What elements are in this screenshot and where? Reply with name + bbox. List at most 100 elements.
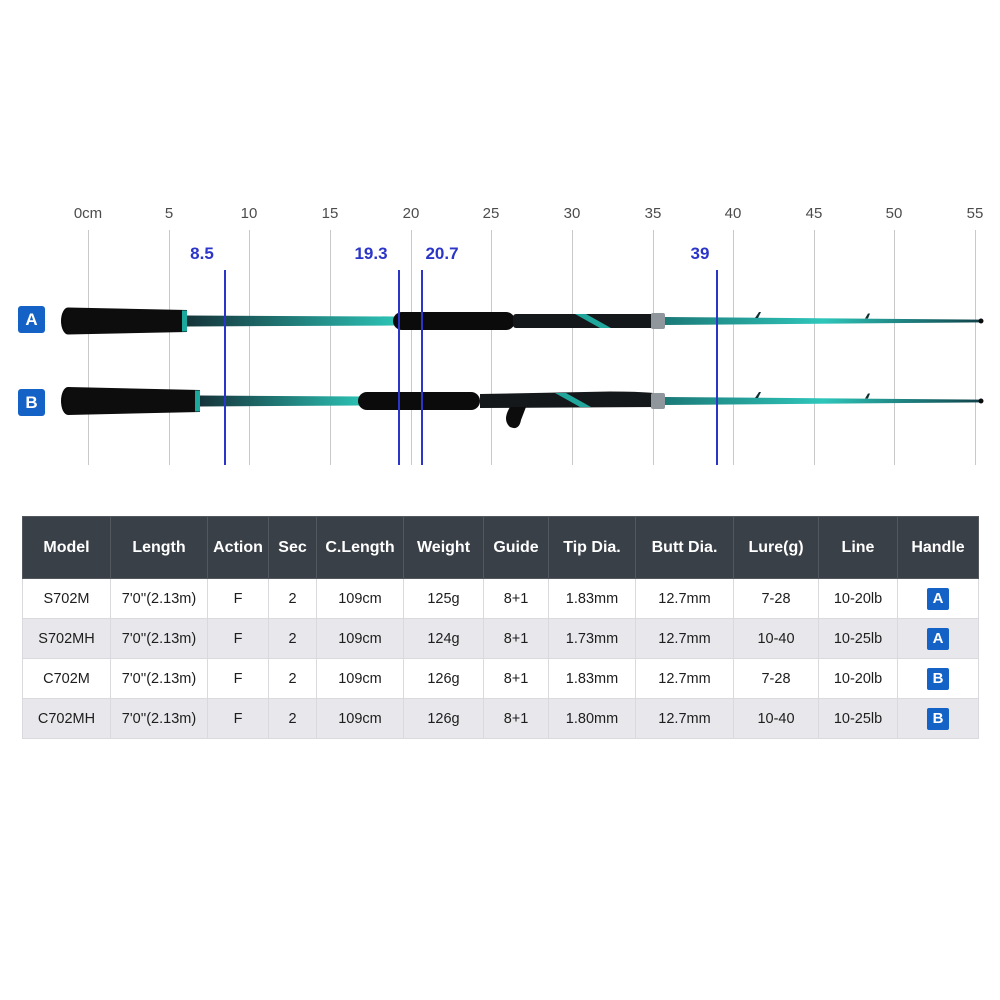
column-header-action: Action: [207, 516, 269, 579]
column-header-tip-dia: Tip Dia.: [548, 516, 636, 579]
cell-action: F: [207, 698, 269, 739]
cell-sec: 2: [268, 578, 317, 619]
cell-line: 10-25lb: [818, 618, 898, 659]
cell-butt-dia: 12.7mm: [635, 618, 734, 659]
cell-weight: 125g: [403, 578, 484, 619]
cell-lure: 10-40: [733, 618, 819, 659]
measurement-line: [224, 270, 226, 465]
ruler-gridline: [733, 230, 734, 465]
cell-handle: A: [897, 618, 979, 659]
cell-length: 7'0''(2.13m): [110, 698, 208, 739]
cell-weight: 124g: [403, 618, 484, 659]
ruler-tick-label: 15: [321, 205, 339, 222]
cell-guide: 8+1: [483, 578, 549, 619]
measurement-label: 39: [690, 244, 710, 263]
cell-butt-dia: 12.7mm: [635, 578, 734, 619]
column-header-handle: Handle: [897, 516, 979, 579]
cell-length: 7'0''(2.13m): [110, 578, 208, 619]
ruler-gridline: [88, 230, 89, 465]
cell-model: S702MH: [22, 618, 111, 659]
cell-lure: 10-40: [733, 698, 819, 739]
handle-badge: B: [927, 667, 949, 690]
table-row: C702M 7'0''(2.13m) F 2 109cm 126g 8+1 1.…: [22, 658, 979, 699]
cell-action: F: [207, 618, 269, 659]
cell-line: 10-20lb: [818, 578, 898, 619]
measurement-label: 8.5: [190, 244, 214, 263]
cell-guide: 8+1: [483, 618, 549, 659]
cell-length: 7'0''(2.13m): [110, 618, 208, 659]
column-header-lure: Lure(g): [733, 516, 819, 579]
measurement-line: [398, 270, 400, 465]
ruler-gridline: [975, 230, 976, 465]
ruler-tick-label: 20: [402, 205, 420, 222]
cell-model: S702M: [22, 578, 111, 619]
cell-clength: 109cm: [316, 578, 404, 619]
ruler-tick-label: 50: [885, 205, 903, 222]
column-header-model: Model: [22, 516, 111, 579]
ruler-tick-label: 30: [563, 205, 581, 222]
ruler-tick-label: 5: [164, 205, 174, 222]
cell-lure: 7-28: [733, 578, 819, 619]
measurement-line: [716, 270, 718, 465]
ruler-tick-label: 35: [644, 205, 662, 222]
ruler-gridline: [330, 230, 331, 465]
handle-badge: B: [927, 707, 949, 730]
cell-handle: A: [897, 578, 979, 619]
ruler-tick-label: 0cm: [73, 205, 103, 222]
ruler-gridline: [572, 230, 573, 465]
cell-guide: 8+1: [483, 698, 549, 739]
cell-tip-dia: 1.83mm: [548, 658, 636, 699]
ruler-gridline: [653, 230, 654, 465]
column-header-line: Line: [818, 516, 898, 579]
column-header-weight: Weight: [403, 516, 484, 579]
table-row: S702M 7'0''(2.13m) F 2 109cm 125g 8+1 1.…: [22, 578, 979, 619]
cell-handle: B: [897, 698, 979, 739]
rod-a-label-badge: A: [18, 306, 45, 333]
cell-tip-dia: 1.83mm: [548, 578, 636, 619]
rod-b-casting-image: [61, 387, 984, 429]
cell-clength: 109cm: [316, 658, 404, 699]
cell-lure: 7-28: [733, 658, 819, 699]
measurement-label: 20.7: [425, 244, 459, 263]
cell-sec: 2: [268, 658, 317, 699]
cell-sec: 2: [268, 618, 317, 659]
ruler-tick-label: 25: [482, 205, 500, 222]
handle-badge: A: [927, 587, 949, 610]
cell-handle: B: [897, 658, 979, 699]
column-header-sec: Sec: [268, 516, 317, 579]
ruler-tick-label: 45: [805, 205, 823, 222]
cell-weight: 126g: [403, 658, 484, 699]
ruler-gridline: [249, 230, 250, 465]
ruler-gridline: [169, 230, 170, 465]
ruler-tick-label: 10: [240, 205, 258, 222]
ruler-gridline: [491, 230, 492, 465]
cell-tip-dia: 1.80mm: [548, 698, 636, 739]
measurement-line: [421, 270, 423, 465]
spec-table: Model Length Action Sec C.Length Weight …: [22, 516, 979, 739]
cell-butt-dia: 12.7mm: [635, 698, 734, 739]
cell-clength: 109cm: [316, 698, 404, 739]
cell-action: F: [207, 658, 269, 699]
column-header-butt-dia: Butt Dia.: [635, 516, 734, 579]
cell-butt-dia: 12.7mm: [635, 658, 734, 699]
cell-line: 10-25lb: [818, 698, 898, 739]
measurement-label: 19.3: [354, 244, 388, 263]
table-row: S702MH 7'0''(2.13m) F 2 109cm 124g 8+1 1…: [22, 618, 979, 659]
cell-model: C702MH: [22, 698, 111, 739]
cell-line: 10-20lb: [818, 658, 898, 699]
column-header-guide: Guide: [483, 516, 549, 579]
ruler-gridline: [411, 230, 412, 465]
cell-weight: 126g: [403, 698, 484, 739]
column-header-length: Length: [110, 516, 208, 579]
cell-tip-dia: 1.73mm: [548, 618, 636, 659]
cell-guide: 8+1: [483, 658, 549, 699]
cell-length: 7'0''(2.13m): [110, 658, 208, 699]
column-header-clength: C.Length: [316, 516, 404, 579]
rod-a-spinning-image: [61, 307, 984, 335]
ruler-gridline: [814, 230, 815, 465]
table-row: C702MH 7'0''(2.13m) F 2 109cm 126g 8+1 1…: [22, 698, 979, 739]
handle-badge: A: [927, 627, 949, 650]
cell-sec: 2: [268, 698, 317, 739]
cell-clength: 109cm: [316, 618, 404, 659]
